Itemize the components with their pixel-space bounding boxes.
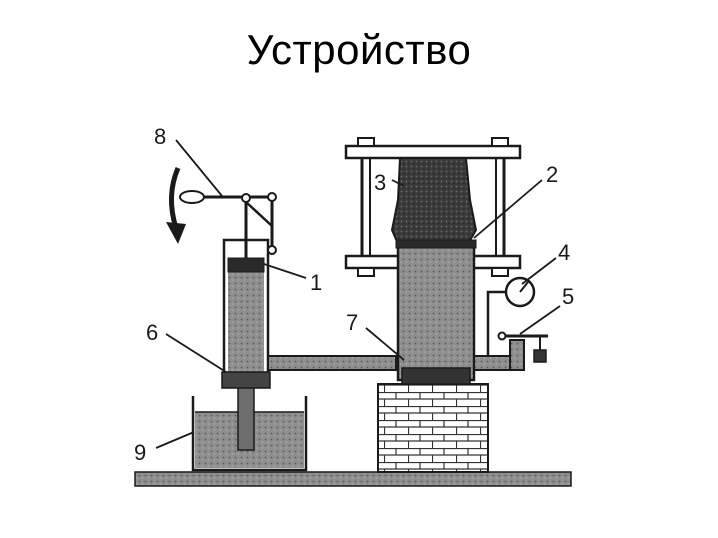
leader-2	[473, 179, 543, 239]
relief-valve	[497, 331, 548, 363]
ground-base	[134, 471, 572, 487]
brick-pedestal	[377, 383, 489, 473]
leader-7	[365, 327, 405, 361]
press-cylinder	[395, 239, 477, 385]
label-8: 8	[154, 124, 166, 149]
pump-piston	[227, 200, 265, 273]
slide-title: Устройство	[246, 26, 472, 73]
label-9: 9	[134, 440, 146, 465]
pressure-gauge	[486, 276, 536, 356]
leader-1	[263, 263, 307, 279]
suction-pipe	[237, 383, 255, 451]
leader-8	[175, 139, 223, 197]
leader-lines	[155, 139, 561, 449]
label-5: 5	[562, 284, 574, 309]
label-2: 2	[546, 162, 558, 187]
label-7: 7	[346, 310, 358, 335]
leader-3	[391, 179, 405, 187]
outlet-pipe	[473, 339, 525, 371]
connecting-pipe	[267, 355, 397, 371]
hand-lever	[179, 190, 277, 255]
leader-5	[519, 305, 561, 335]
lever-motion-arrow	[166, 167, 186, 244]
leader-9	[155, 431, 195, 449]
leader-4	[521, 257, 557, 285]
pressed-object	[390, 157, 478, 245]
label-6: 6	[146, 320, 158, 345]
label-1: 1	[310, 270, 322, 295]
label-4: 4	[558, 240, 570, 265]
leader-6	[165, 333, 227, 373]
label-3: 3	[374, 170, 386, 195]
